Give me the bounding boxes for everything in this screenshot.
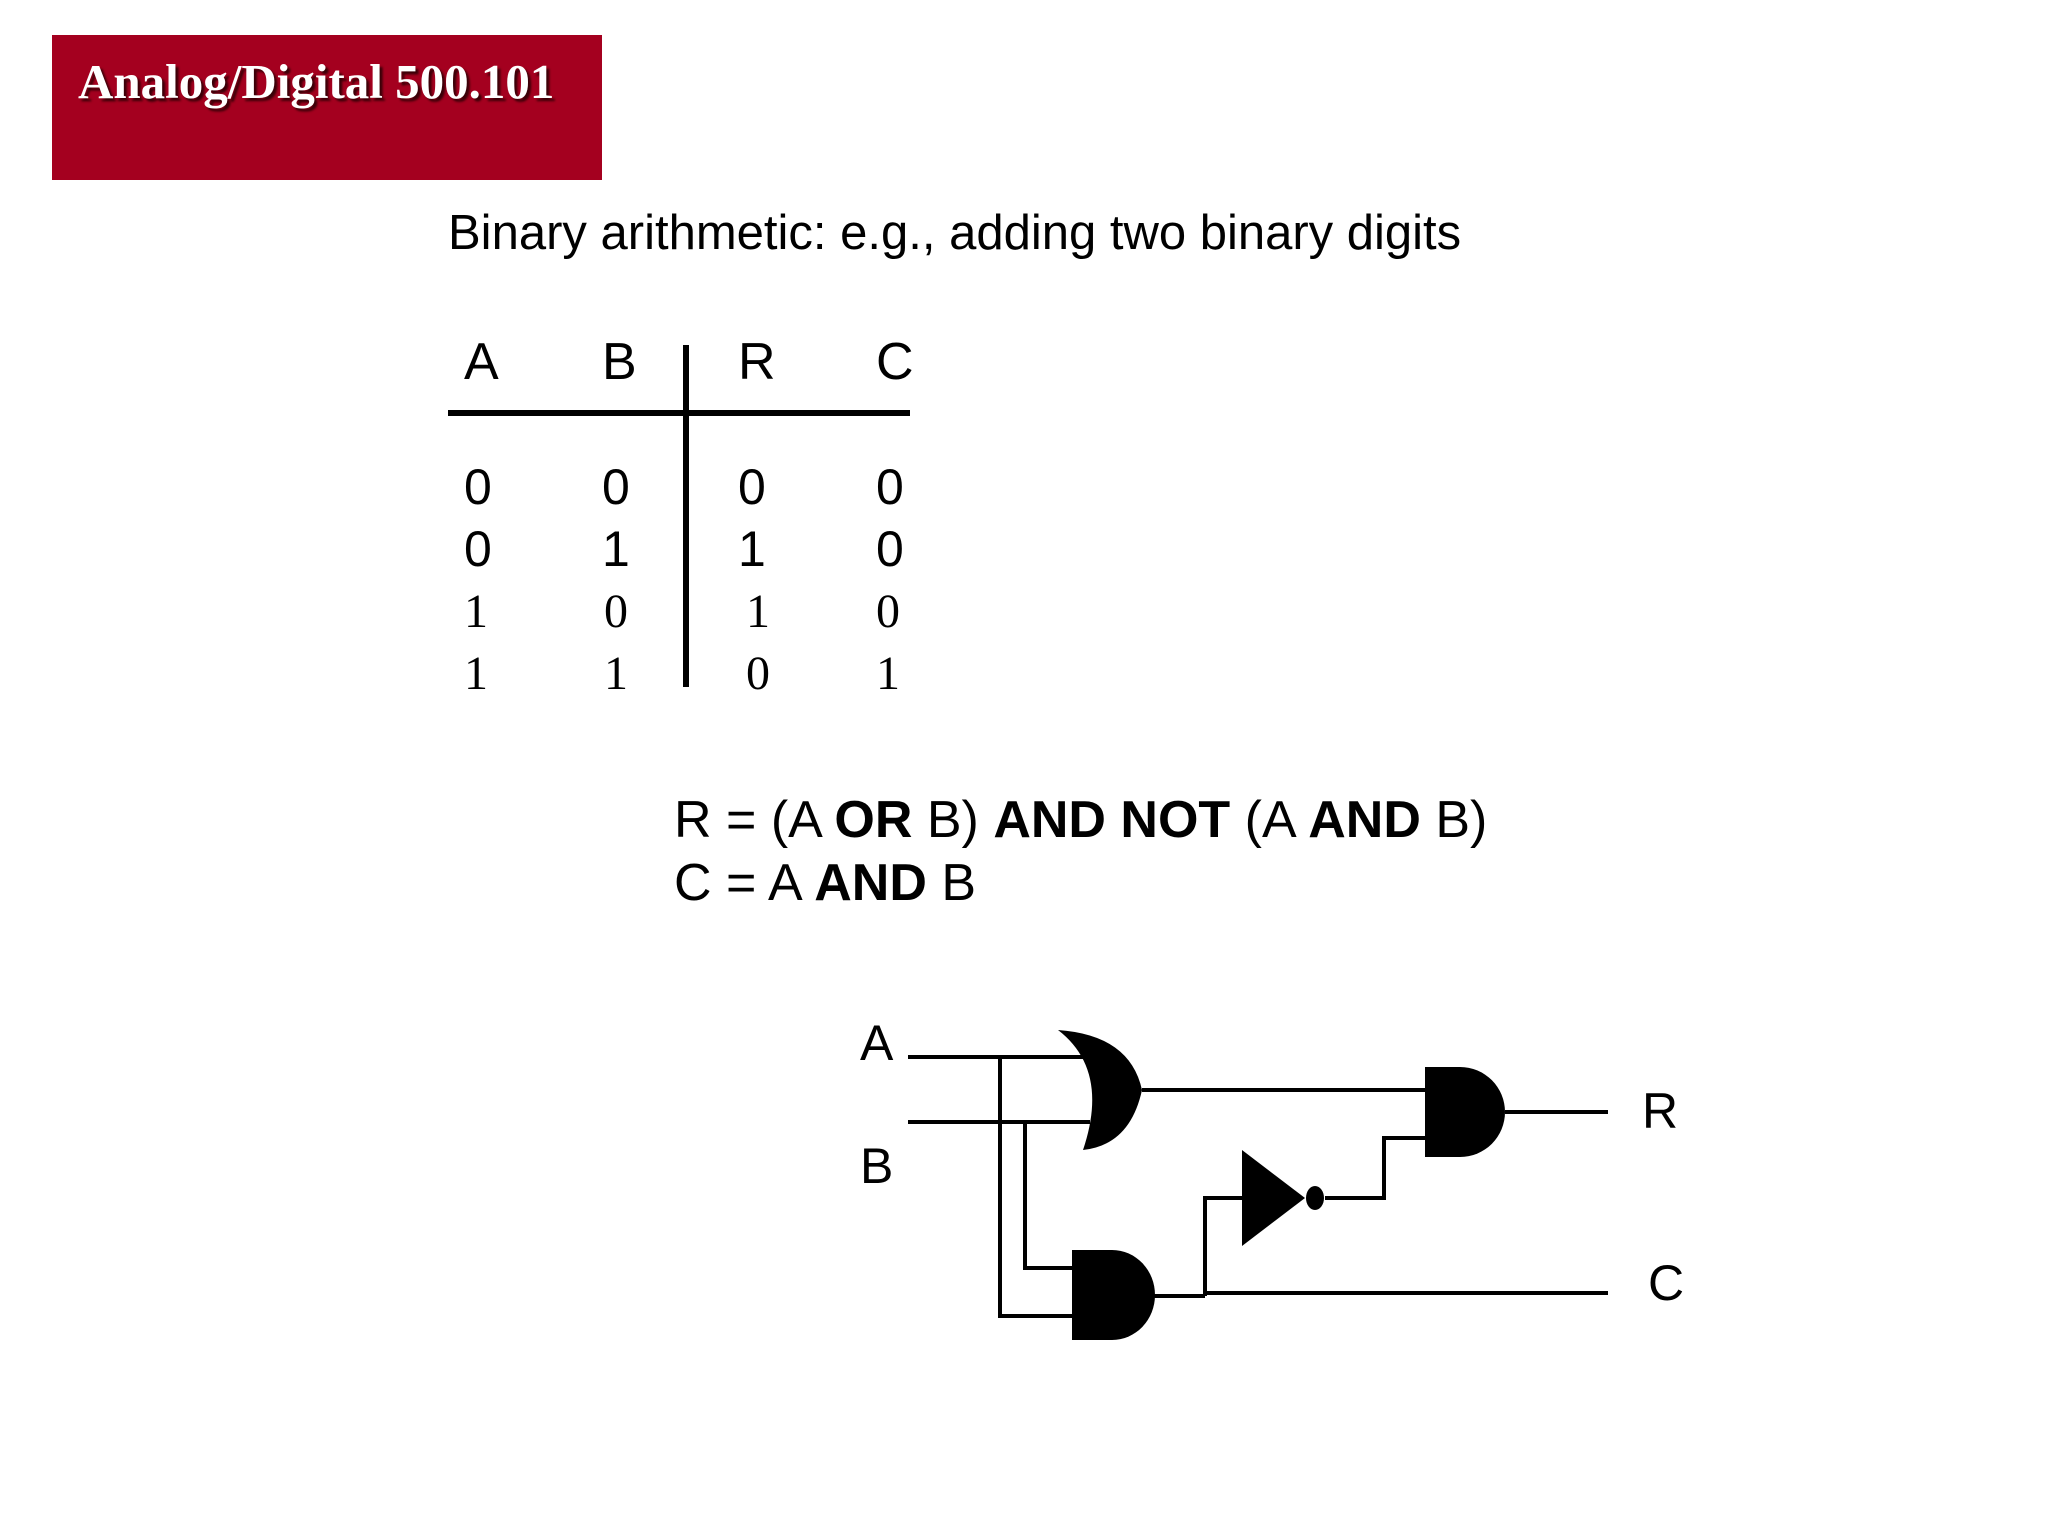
input-b-label: B: [860, 1138, 893, 1194]
table-cell: 1: [746, 585, 770, 638]
output-c-label: C: [1648, 1255, 1684, 1311]
equation-r-text: B): [1420, 791, 1488, 849]
table-cell: 1: [738, 521, 766, 577]
table-cell: 0: [604, 585, 628, 638]
and-gate-icon: [1072, 1250, 1155, 1340]
output-r-label: R: [1642, 1083, 1678, 1139]
table-cell: 0: [464, 459, 492, 515]
table-cell: 0: [876, 459, 904, 515]
table-cell: 0: [602, 459, 630, 515]
equation-c-text: B: [926, 854, 977, 912]
table-cell: 0: [876, 585, 900, 638]
table-cell: 1: [464, 647, 488, 700]
equation-r-text: (A: [1230, 791, 1309, 849]
table-cell: 0: [746, 647, 770, 700]
not-bubble-icon: [1306, 1186, 1324, 1210]
table-cell: 1: [464, 585, 488, 638]
wire-a-branch: [998, 1057, 1075, 1318]
header-a: A: [464, 333, 499, 391]
keyword-and-not: AND NOT: [993, 791, 1231, 849]
equation-r-text: B): [912, 791, 994, 849]
keyword-and: AND: [814, 854, 927, 912]
title-banner: Analog/Digital 500.101: [52, 35, 602, 180]
slide-title: Analog/Digital 500.101: [78, 54, 555, 109]
table-cell: 0: [876, 521, 904, 577]
or-gate-icon: [1058, 1030, 1142, 1150]
keyword-or: OR: [834, 791, 913, 849]
equation-c-text: C = A: [674, 854, 815, 912]
table-cell: 1: [602, 521, 630, 577]
header-c: C: [876, 333, 914, 391]
table-cell: 1: [876, 647, 900, 700]
input-a-label: A: [860, 1015, 894, 1071]
truth-table: A B R C 0 0 0 0 0 1 1 0 1 0 1 0 1 1 0 1: [448, 320, 918, 698]
equation-c: C = A AND B: [674, 853, 976, 913]
keyword-and: AND: [1308, 791, 1421, 849]
wire-b-branch: [1023, 1122, 1075, 1270]
table-cell: 0: [738, 459, 766, 515]
header-r: R: [738, 333, 776, 391]
wire-not-out: [1325, 1136, 1425, 1200]
equation-r: R = (A OR B) AND NOT (A AND B): [674, 790, 1487, 850]
slide-subtitle: Binary arithmetic: e.g., adding two bina…: [448, 206, 1462, 260]
table-cell: 0: [464, 521, 492, 577]
header-b: B: [602, 333, 637, 391]
table-cell: 1: [604, 647, 628, 700]
and-gate-output-icon: [1425, 1067, 1505, 1157]
not-gate-icon: [1242, 1150, 1305, 1246]
table-header-divider: [448, 410, 910, 416]
circuit-wires: [908, 1055, 1608, 1318]
equation-r-text: R = (A: [674, 791, 835, 849]
table-column-divider: [683, 345, 689, 687]
wire-to-not: [1203, 1196, 1242, 1296]
